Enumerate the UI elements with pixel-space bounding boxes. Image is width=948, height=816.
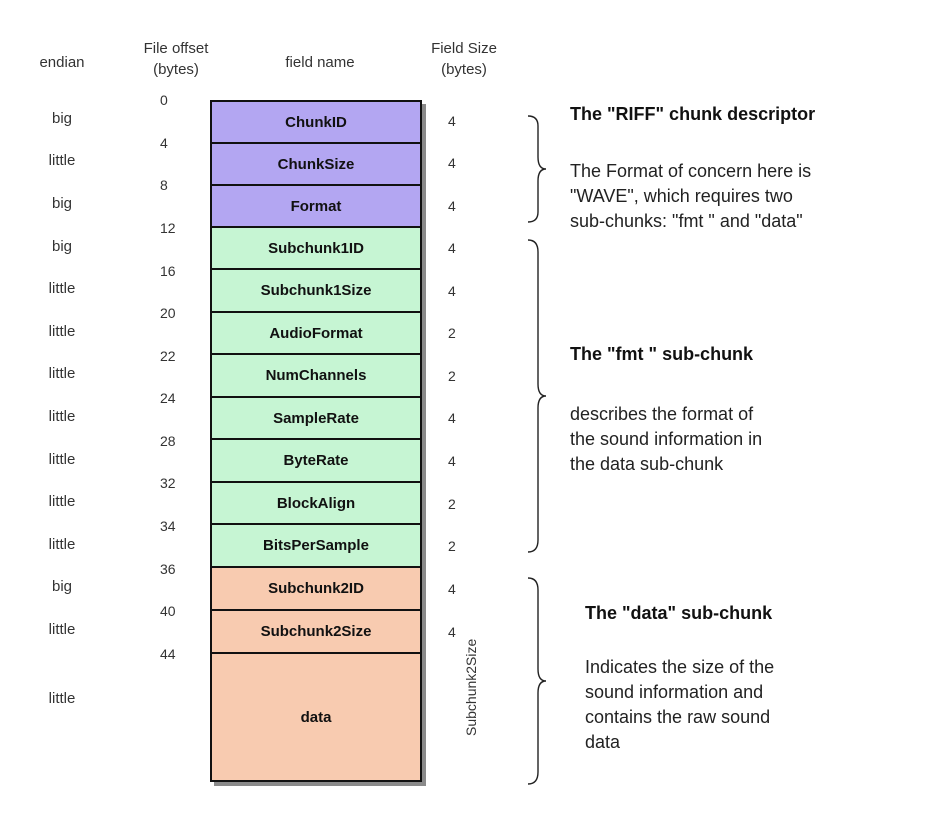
endian-label: little	[48, 451, 76, 468]
field-byterate: ByteRate	[210, 438, 422, 483]
endian-label: big	[51, 578, 73, 595]
field-size-label: 4	[448, 410, 456, 426]
offset-label: 44	[160, 646, 176, 662]
field-format: Format	[210, 184, 422, 228]
offset-label: 32	[160, 475, 176, 491]
offset-label: 8	[160, 177, 168, 193]
file-offset-header: File offset (bytes)	[126, 38, 226, 80]
field-size-header-line2: (bytes)	[441, 61, 487, 78]
endian-label: little	[48, 365, 76, 382]
field-size-label: 4	[448, 198, 456, 214]
endian-label: little	[48, 690, 76, 707]
field-size-label: 4	[448, 155, 456, 171]
field-name-header: field name	[285, 54, 355, 71]
field-samplerate: SampleRate	[210, 396, 422, 440]
field-size-label: 4	[448, 240, 456, 256]
offset-label: 24	[160, 390, 176, 406]
offset-label: 40	[160, 603, 176, 619]
field-size-label: 4	[448, 453, 456, 469]
field-subchunk1size: Subchunk1Size	[210, 268, 422, 313]
file-offset-header-line2: (bytes)	[153, 61, 199, 78]
fmt-description-line: the data sub-chunk	[570, 454, 724, 474]
riff-description-line: sub-chunks: "fmt " and "data"	[570, 211, 803, 231]
field-size-label: 4	[448, 113, 456, 129]
field-blockalign: BlockAlign	[210, 481, 422, 525]
riff-description-line: "WAVE", which requires two	[570, 186, 793, 206]
endian-label: big	[51, 195, 73, 212]
offset-label: 22	[160, 348, 176, 364]
file-offset-header-line1: File offset	[143, 40, 209, 57]
field-size-header: Field Size (bytes)	[414, 38, 514, 80]
endian-label: little	[48, 408, 76, 425]
data-description: Indicates the size of the sound informat…	[585, 655, 774, 755]
field-data: data	[210, 652, 422, 782]
offset-label: 0	[160, 92, 168, 108]
field-chunksize: ChunkSize	[210, 142, 422, 186]
fmt-description-line: describes the format of	[570, 404, 754, 424]
offset-label: 36	[160, 561, 176, 577]
fmt-brace	[527, 239, 547, 553]
field-subchunk1id: Subchunk1ID	[210, 226, 422, 270]
endian-label: little	[48, 621, 76, 638]
fmt-description: describes the format of the sound inform…	[570, 402, 762, 477]
data-title: The "data" sub-chunk	[585, 603, 773, 623]
field-numchannels: NumChannels	[210, 353, 422, 398]
data-description-line: Indicates the size of the	[585, 657, 775, 677]
data-description-line: data	[585, 732, 621, 752]
endian-label: little	[48, 152, 76, 169]
offset-label: 34	[160, 518, 176, 534]
riff-description-line: The Format of concern here is	[570, 161, 812, 181]
field-audioformat: AudioFormat	[210, 311, 422, 355]
field-size-label: 2	[448, 368, 456, 384]
riff-title: The "RIFF" chunk descriptor	[570, 104, 816, 124]
endian-label: little	[48, 493, 76, 510]
endian-label: little	[48, 536, 76, 553]
offset-label: 28	[160, 433, 176, 449]
riff-brace	[527, 115, 547, 223]
endian-header: endian	[39, 54, 85, 71]
field-subchunk2id: Subchunk2ID	[210, 566, 422, 611]
field-size-label: 2	[448, 496, 456, 512]
riff-description: The Format of concern here is "WAVE", wh…	[570, 159, 811, 234]
endian-label: little	[48, 280, 76, 297]
data-brace	[527, 577, 547, 785]
field-size-label: 2	[448, 538, 456, 554]
offset-label: 12	[160, 220, 176, 236]
field-size-label: 2	[448, 325, 456, 341]
offset-label: 16	[160, 263, 176, 279]
field-size-label: 4	[448, 624, 456, 640]
field-size-label: 4	[448, 581, 456, 597]
data-size-vertical-label: Subchunk2Size	[463, 638, 479, 736]
offset-label: 20	[160, 305, 176, 321]
data-description-line: sound information and	[585, 682, 764, 702]
endian-label: big	[51, 238, 73, 255]
endian-label: little	[48, 323, 76, 340]
field-bitspersample: BitsPerSample	[210, 523, 422, 568]
fmt-description-line: the sound information in	[570, 429, 763, 449]
field-size-header-line1: Field Size	[431, 40, 497, 57]
field-chunkid: ChunkID	[210, 100, 422, 144]
fmt-title: The "fmt " sub-chunk	[570, 344, 754, 364]
offset-label: 4	[160, 135, 168, 151]
field-size-label: 4	[448, 283, 456, 299]
endian-label: big	[51, 110, 73, 127]
data-description-line: contains the raw sound	[585, 707, 771, 727]
field-subchunk2size: Subchunk2Size	[210, 609, 422, 654]
